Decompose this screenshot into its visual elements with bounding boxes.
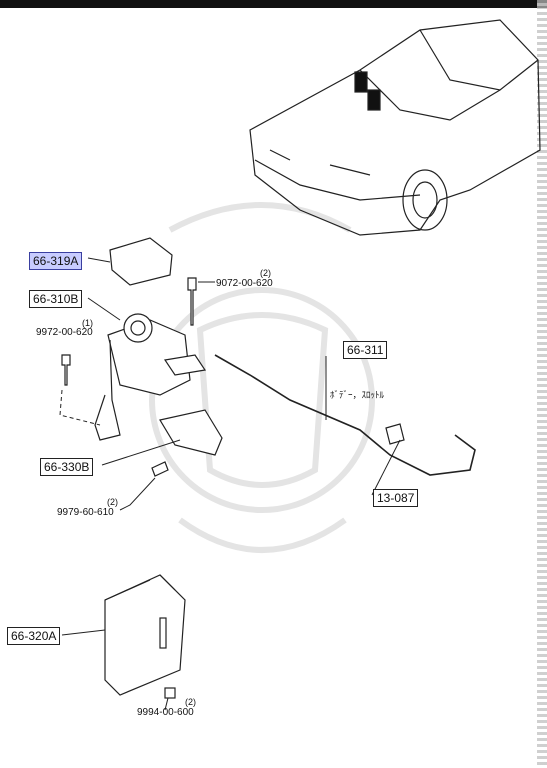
throttle-cable xyxy=(214,354,476,476)
part-number-9979: 9979-60-610 xyxy=(57,507,114,518)
part-number-9994: 9994-00-600 xyxy=(137,707,194,718)
callout-66-319a[interactable]: 66-319A xyxy=(29,252,83,270)
qty-9972: (1) xyxy=(82,318,93,328)
page-edge-border xyxy=(537,0,547,768)
cable-route-label: ﾎﾞﾃﾞｰ，ｽﾛｯﾄﾙ xyxy=(330,390,385,400)
bolts xyxy=(61,277,197,699)
leader-lines xyxy=(59,257,401,711)
cable-clip xyxy=(385,423,405,445)
callout-66-311[interactable]: 66-311 xyxy=(343,341,388,359)
qty-9994: (2) xyxy=(185,697,196,707)
qty-9979: (2) xyxy=(107,497,118,507)
qty-9072: (2) xyxy=(260,268,271,278)
control-unit xyxy=(104,574,186,696)
callout-66-330b[interactable]: 66-330B xyxy=(40,458,94,476)
watermark-emblem xyxy=(149,202,375,553)
callout-66-320a[interactable]: 66-320A xyxy=(7,627,61,645)
part-number-9072: 9072-00-620 xyxy=(216,278,273,289)
actuator-assembly xyxy=(94,313,207,441)
callout-13-087[interactable]: 13-087 xyxy=(373,489,419,507)
callout-66-310b[interactable]: 66-310B xyxy=(29,290,83,308)
car-illustration xyxy=(249,19,541,236)
actuator-cover xyxy=(109,237,173,286)
mounting-plate xyxy=(159,409,223,456)
part-number-9972: 9972-00-620 xyxy=(36,327,93,338)
header-bar xyxy=(0,0,547,8)
